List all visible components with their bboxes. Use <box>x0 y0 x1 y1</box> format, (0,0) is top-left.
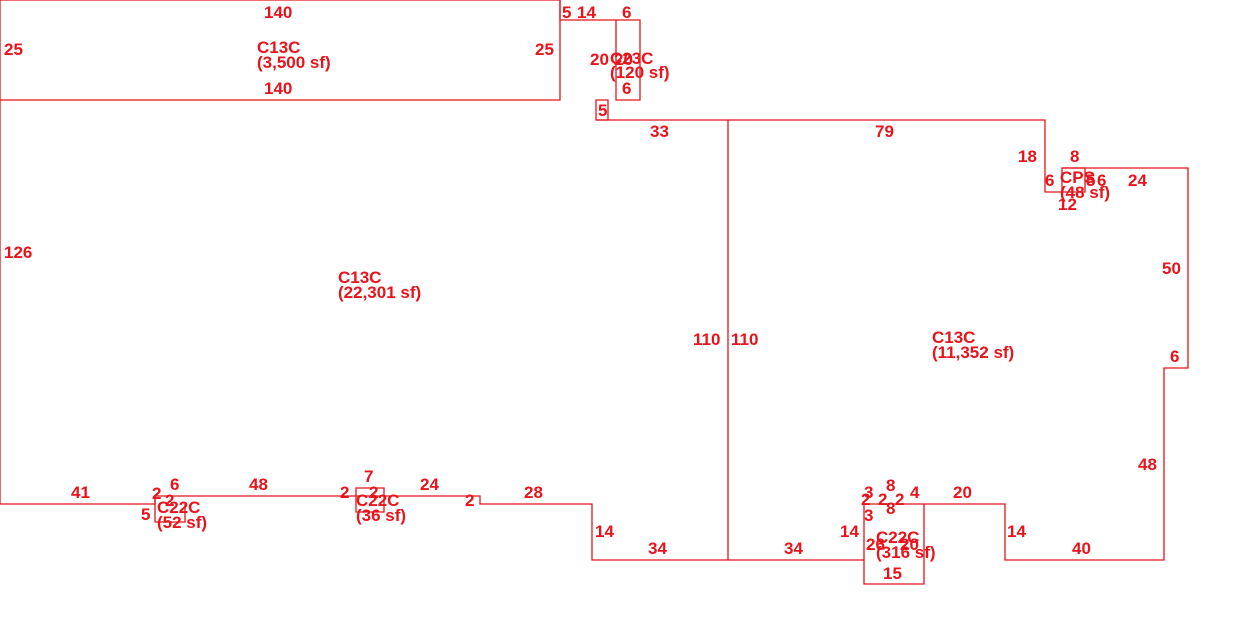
dimension-label: 2 <box>340 483 349 502</box>
dimension-label: 8 <box>886 499 895 518</box>
c22c-left-outline <box>154 496 186 523</box>
dimension-label: 50 <box>1162 259 1181 278</box>
area-code: C23C <box>610 49 653 68</box>
dimension-label: 34 <box>648 539 667 558</box>
dimension-label: 110 <box>731 330 758 349</box>
cps-outline <box>1062 167 1086 193</box>
dimension-label: 2 <box>878 490 887 509</box>
dimension-label: 14 <box>1007 522 1026 541</box>
dimension-label: 26 <box>866 535 885 554</box>
dimension-label: 6 <box>622 79 631 98</box>
area-code: C13C <box>932 328 975 347</box>
dimension-label: 2 <box>152 484 161 503</box>
dimension-label: 20 <box>900 535 919 554</box>
area-code: C13C <box>257 38 300 57</box>
dimension-label: 24 <box>1128 171 1147 190</box>
c22c-middle-outline <box>355 487 385 513</box>
dimension-label: 40 <box>1072 539 1091 558</box>
area-code: C22C <box>157 498 200 517</box>
dimension-label: 12 <box>1058 195 1077 214</box>
area-size: (120 sf) <box>610 63 670 82</box>
area-size: (3,500 sf) <box>257 53 331 72</box>
dimension-label: 79 <box>875 122 894 141</box>
dimension-label: 48 <box>1138 455 1157 474</box>
dimension-label: 140 <box>264 79 292 98</box>
area-code: C22C <box>356 491 399 510</box>
dimension-label: 20 <box>614 50 633 69</box>
dimension-label: 20 <box>953 483 972 502</box>
area-size: (11,352 sf) <box>932 343 1014 362</box>
dimension-label: 15 <box>883 564 902 583</box>
dimension-label: 14 <box>577 3 596 22</box>
area-code: C13C <box>338 268 381 287</box>
area-code: CPS <box>1060 168 1095 187</box>
left-section-outline <box>0 100 729 561</box>
dimension-label: 6 <box>1097 171 1106 190</box>
dimension-label: 5 <box>562 3 571 22</box>
dimension-label: 7 <box>364 467 373 486</box>
dimension-label: 48 <box>249 475 268 494</box>
dimension-label: 24 <box>420 475 439 494</box>
area-size: (316 sf) <box>876 543 936 562</box>
dimension-label: 34 <box>784 539 803 558</box>
area-size: (36 sf) <box>356 506 406 525</box>
area-size: (48 sf) <box>1060 183 1110 202</box>
dimension-label: 2 <box>895 490 904 509</box>
dimension-label: 25 <box>4 40 23 59</box>
dimension-label: 41 <box>71 483 90 502</box>
dimension-label: 20 <box>590 50 609 69</box>
dimension-label: 14 <box>595 522 614 541</box>
dimension-label: 110 <box>693 330 720 349</box>
dimension-label: 6 <box>1045 171 1054 190</box>
area-size: (22,301 sf) <box>338 283 421 302</box>
dimension-label: 2 <box>861 490 870 509</box>
dimension-label: 33 <box>650 122 669 141</box>
area-size: (52 sf) <box>157 513 207 532</box>
c23c-outline <box>559 0 641 101</box>
c22c-right-outline <box>863 503 924 560</box>
dimension-label: 8 <box>1070 147 1079 166</box>
dimension-label: 28 <box>524 483 543 502</box>
dimension-label: 6 <box>170 475 179 494</box>
dimension-label: 14 <box>840 522 859 541</box>
dimension-label: 140 <box>264 3 292 22</box>
dimension-label: 18 <box>1018 147 1037 166</box>
dimension-label: 2 <box>465 491 474 510</box>
area-code: C22C <box>876 528 919 547</box>
dimension-label: 3 <box>864 483 873 502</box>
dimension-label: 25 <box>535 40 554 59</box>
dimension-label: 6 <box>1170 347 1179 366</box>
dimension-label: 5 <box>1086 171 1095 190</box>
dimension-label: 8 <box>886 476 895 495</box>
dimension-label: 2 <box>369 483 378 502</box>
dimension-label: 3 <box>864 506 873 525</box>
dimension-label: 126 <box>4 243 32 262</box>
dimension-label: 5 <box>141 505 150 524</box>
dimension-label: 2 <box>165 491 174 510</box>
top-section-outline <box>0 0 561 101</box>
dimension-label: 4 <box>910 483 920 502</box>
right-section-outline <box>728 119 1189 585</box>
dimension-label: 6 <box>622 3 631 22</box>
dimension-label: 5 <box>598 101 607 120</box>
